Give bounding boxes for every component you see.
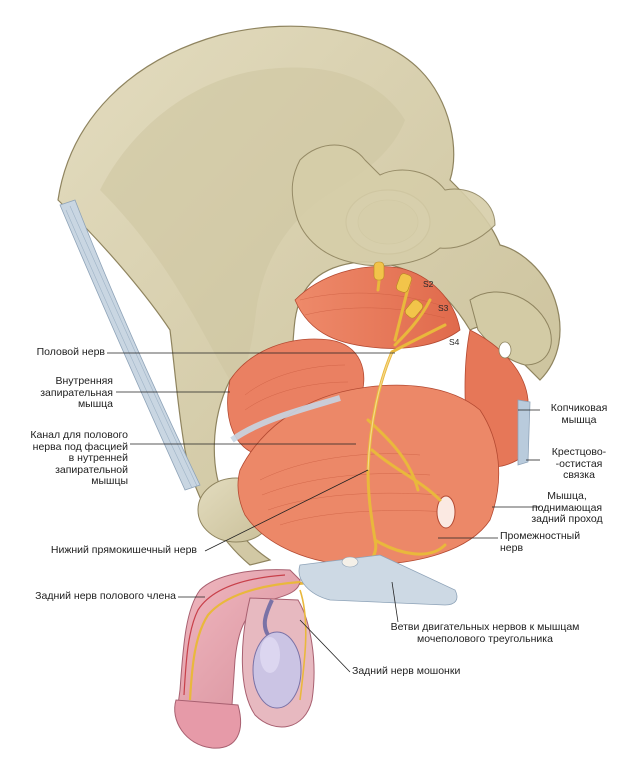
- label-pudendal-canal: Канал для полового нерва под фасцией в н…: [30, 429, 128, 487]
- label-posterior-scrotal-nerve: Задний нерв мошонки: [352, 665, 461, 677]
- sacral-process: [291, 144, 496, 267]
- nerve-root-s1: [373, 261, 385, 281]
- scrotal-nerve-path: [299, 589, 307, 701]
- label-perineal-nerve: Промежностный нерв: [500, 530, 581, 554]
- nerve-root-s3: [404, 299, 424, 319]
- leader-lines: [107, 352, 540, 673]
- muscle-fibers: [244, 292, 451, 526]
- label-levator-ani: Мышца, поднимающая задний проход: [531, 490, 603, 525]
- dorsal-nerve-path: [188, 580, 301, 701]
- label-dorsal-nerve-penis: Задний нерв полового члена: [35, 590, 176, 602]
- label-pudendal-nerve: Половой нерв: [36, 346, 105, 358]
- anal-opening: [436, 495, 456, 529]
- nerve-highlights: [367, 351, 393, 471]
- sacral-label-s3: S3: [438, 303, 449, 313]
- label-motor-branches: Ветви двигательных нервов к мышцам мочеп…: [390, 621, 580, 645]
- label-coccygeus: Копчиковая мышца: [550, 402, 608, 426]
- label-sacrospinous-ligament: Крестцово- -остистая связка: [551, 446, 607, 481]
- sacral-label-s2: S2: [423, 279, 434, 289]
- upper-muscle: [294, 266, 461, 349]
- label-obturator-internus: Внутренняя запирательная мышца: [40, 375, 113, 410]
- sacrospinous-ligament: [517, 399, 531, 466]
- sacral-label-s4: S4: [449, 337, 460, 347]
- nerve-root-s2: [396, 273, 412, 293]
- perineal-membrane: [298, 554, 458, 606]
- label-inferior-rectal-nerve: Нижний прямокишечный нерв: [50, 544, 197, 556]
- glans: [174, 699, 242, 749]
